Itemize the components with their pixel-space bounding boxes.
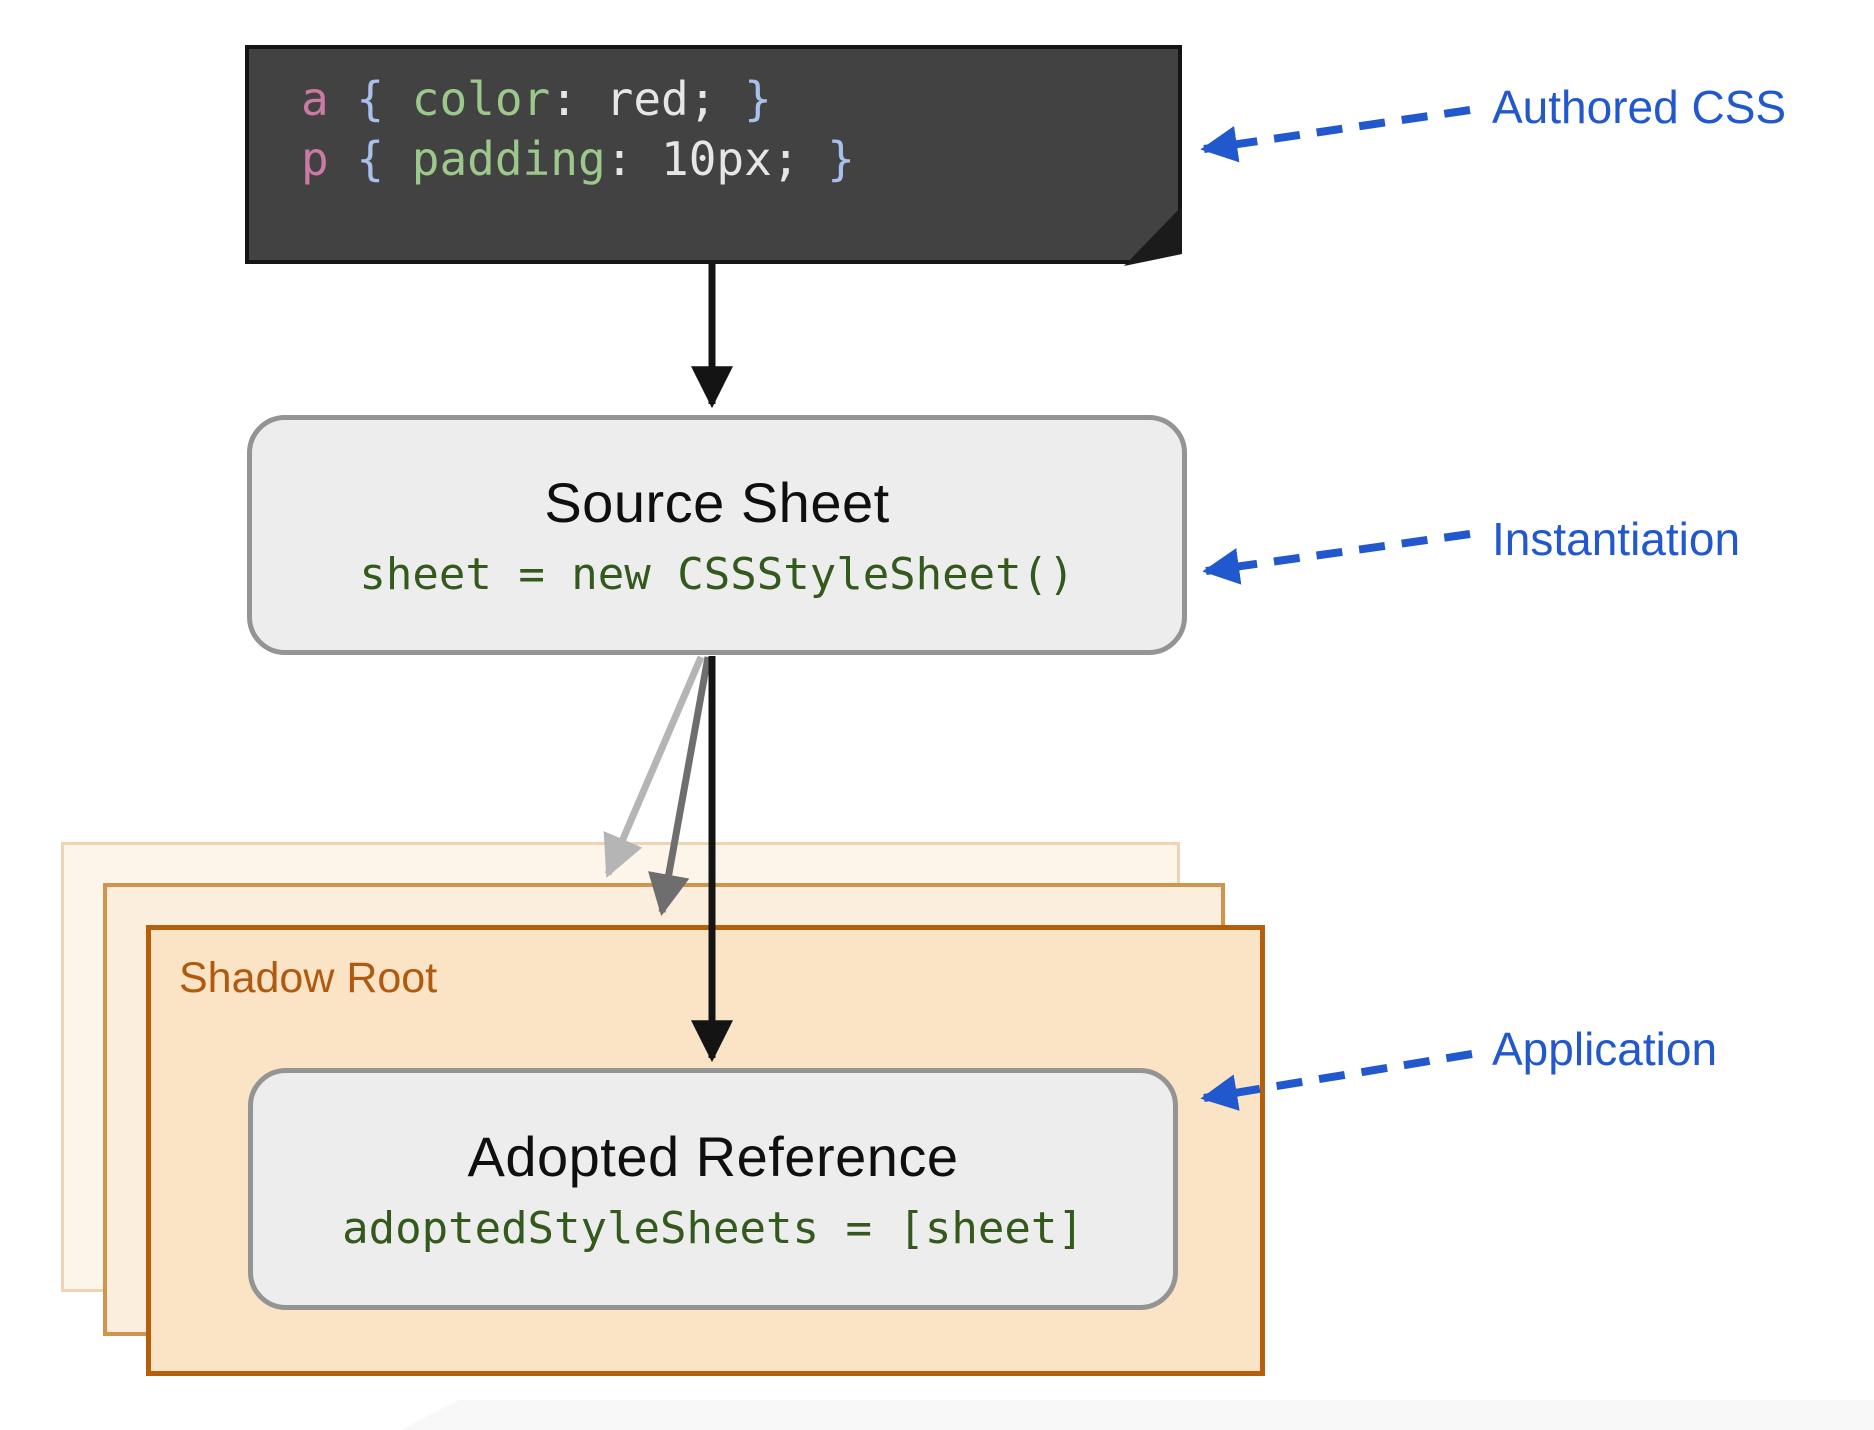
css-property: padding — [411, 132, 606, 186]
source-sheet-box: Source Sheet sheet = new CSSStyleSheet() — [247, 415, 1187, 655]
shadow-root-label: Shadow Root — [179, 954, 438, 1002]
dashed-arrow-instantiation — [1202, 530, 1471, 585]
annotation-authored-css: Authored CSS — [1492, 81, 1787, 133]
annotation-application: Application — [1492, 1023, 1718, 1075]
css-open-brace: { — [356, 132, 412, 186]
authored-css-code: a { color: red; } p { padding: 10px; } — [301, 69, 855, 189]
css-selector: p — [301, 132, 357, 186]
css-property: color — [411, 72, 551, 126]
css-close-brace: } — [744, 72, 772, 126]
bottom-faint-band — [400, 1400, 1874, 1430]
css-rule-line-2: p { padding: 10px; } — [301, 129, 855, 189]
css-open-brace: { — [356, 72, 412, 126]
css-value: : red; — [550, 72, 745, 126]
adopted-reference-title: Adopted Reference — [467, 1125, 959, 1188]
adopted-reference-box: Adopted Reference adoptedStyleSheets = [… — [248, 1068, 1178, 1310]
css-value: : 10px; — [605, 132, 828, 186]
adopted-reference-code: adoptedStyleSheets = [sheet] — [342, 1203, 1084, 1254]
source-sheet-code: sheet = new CSSStyleSheet() — [359, 549, 1075, 600]
annotation-instantiation: Instantiation — [1492, 513, 1741, 565]
authored-css-card: a { color: red; } p { padding: 10px; } — [245, 45, 1182, 264]
source-sheet-title: Source Sheet — [544, 471, 890, 534]
css-close-brace: } — [827, 132, 855, 186]
dashed-arrow-authored-css — [1200, 106, 1471, 163]
css-selector: a — [301, 72, 357, 126]
css-rule-line-1: a { color: red; } — [301, 69, 855, 129]
